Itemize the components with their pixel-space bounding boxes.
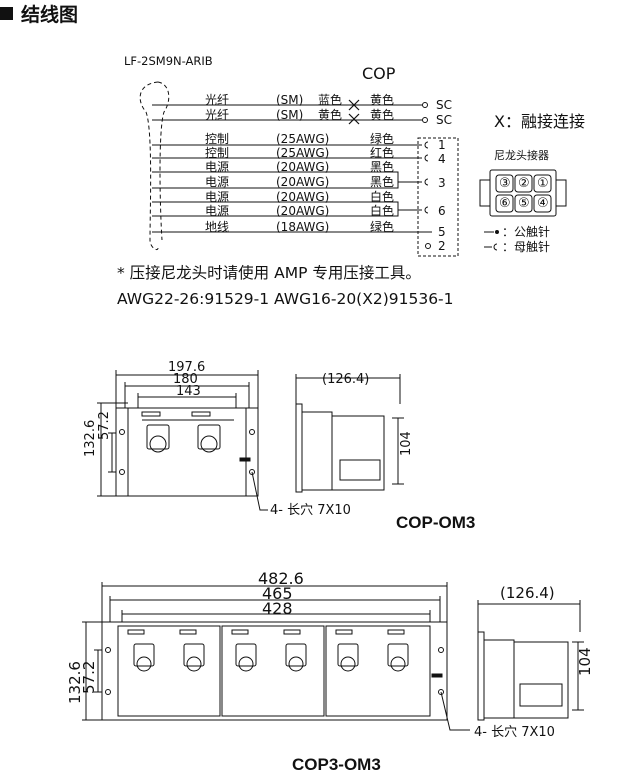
wire-term: 4 xyxy=(438,152,446,166)
page-title: 结线图 xyxy=(0,6,78,25)
pin-number: ③ xyxy=(499,176,511,191)
om3x3-width-mid: 465 xyxy=(262,584,293,603)
wire-name: 光纤 xyxy=(205,108,230,122)
wire-spec: (SM) xyxy=(276,93,304,107)
wire-spec: (25AWG) xyxy=(276,132,330,146)
wire-spec: (20AWG) xyxy=(276,175,330,189)
wiring-diagram xyxy=(139,81,567,257)
wire-term: 2 xyxy=(438,239,446,253)
pin-number: ⑥ xyxy=(499,196,511,211)
om3x3-side-height: 104 xyxy=(576,647,594,676)
wire-color-connector: 红色 xyxy=(370,146,395,160)
pin-number: ④ xyxy=(537,196,549,211)
wire-color-connector: 绿色 xyxy=(370,132,395,146)
wire-name: 电源 xyxy=(205,190,230,204)
note-line-1: * 压接尼龙头时请使用 AMP 专用压接工具。 xyxy=(117,264,421,282)
om3-depth: (126.4) xyxy=(322,372,370,387)
om3x3-width-outer: 482.6 xyxy=(258,569,304,588)
wire-name: 电源 xyxy=(205,175,230,189)
wire-color-connector: 黄色 xyxy=(370,93,395,107)
wire-spec: (25AWG) xyxy=(276,146,330,160)
om3x3-height-inner: 57.2 xyxy=(80,660,98,694)
pin-number: ① xyxy=(537,176,549,191)
wire-name: 控制 xyxy=(205,132,230,146)
wire-color-cable: 蓝色 xyxy=(318,93,343,107)
pin-number: ⑤ xyxy=(518,196,530,211)
wire-term: SC xyxy=(436,113,452,127)
om3-height-outer: 132.6 xyxy=(83,419,98,457)
wire-term: 3 xyxy=(438,176,446,190)
splice-label: X：融接连接 xyxy=(494,112,585,131)
square-bullet-icon xyxy=(0,7,13,20)
wire-term: 5 xyxy=(438,225,446,239)
wire-color-connector: 黄色 xyxy=(370,108,395,122)
title-text: 结线图 xyxy=(21,4,79,26)
om3-width-inner: 143 xyxy=(176,384,201,399)
male-pin-label: ：公触针 xyxy=(502,225,551,239)
cop-om3-drawing xyxy=(97,370,404,511)
om3-slot-label: 4- 长穴 7X10 xyxy=(270,503,351,518)
wire-name: 光纤 xyxy=(205,93,230,107)
wire-name: 控制 xyxy=(205,146,230,160)
wire-spec: (SM) xyxy=(276,108,304,122)
cable-model: LF-2SM9N-ARIB xyxy=(124,54,213,68)
wire-spec: (20AWG) xyxy=(276,160,330,174)
pin-number: ② xyxy=(518,176,530,191)
wire-color-connector: 黑色 xyxy=(370,175,395,189)
om3-width-mid: 180 xyxy=(173,372,198,387)
om3x3-width-inner: 428 xyxy=(262,599,293,618)
wire-color-connector: 黑色 xyxy=(370,160,395,174)
wire-spec: (20AWG) xyxy=(276,204,330,218)
wire-color-connector: 白色 xyxy=(370,190,395,204)
female-pin-label: ：母触针 xyxy=(502,240,551,254)
wire-color-connector: 绿色 xyxy=(370,220,395,234)
wire-spec: (18AWG) xyxy=(276,220,330,234)
om3-width-outer: 197.6 xyxy=(168,360,206,375)
om3x3-depth: (126.4) xyxy=(500,584,555,602)
connector-model: COP xyxy=(362,64,396,83)
cop3-om3-drawing xyxy=(82,582,584,731)
wire-name: 地线 xyxy=(205,220,230,234)
wire-term: 6 xyxy=(438,204,446,218)
wire-color-connector: 白色 xyxy=(370,204,395,218)
om3-model-name: COP-OM3 xyxy=(396,513,476,532)
om3x3-slot-label: 4- 长穴 7X10 xyxy=(474,725,555,740)
wire-term: 1 xyxy=(438,138,446,152)
wire-name: 电源 xyxy=(205,204,230,218)
nylon-label: 尼龙头接器 xyxy=(494,149,549,162)
wire-color-cable: 黄色 xyxy=(318,108,343,122)
om3-height-inner: 57.2 xyxy=(97,411,112,440)
om3x3-model-name: COP3-OM3 xyxy=(292,755,381,774)
om3-side-height: 104 xyxy=(399,431,414,456)
wire-term: SC xyxy=(436,98,452,112)
wire-name: 电源 xyxy=(205,160,230,174)
note-line-2: AWG22-26:91529-1 AWG16-20(X2)91536-1 xyxy=(117,290,454,308)
wire-spec: (20AWG) xyxy=(276,190,330,204)
